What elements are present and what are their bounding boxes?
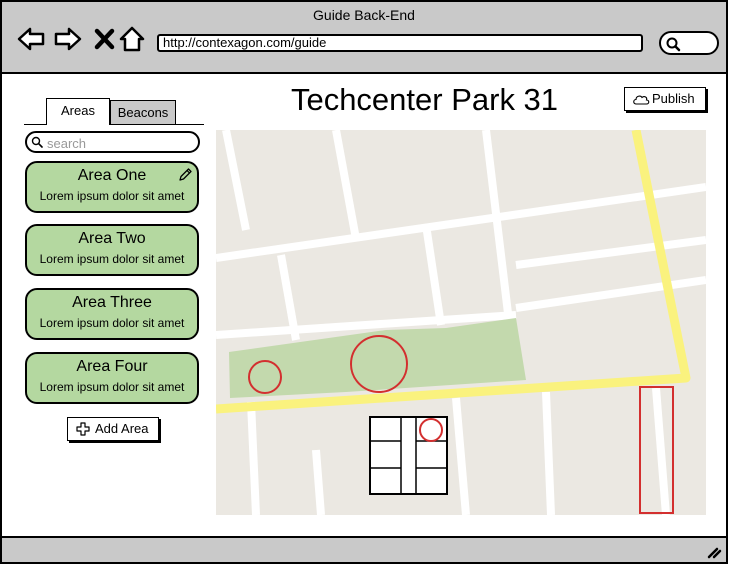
tab-beacons[interactable]: Beacons bbox=[110, 100, 176, 124]
page-title: Techcenter Park 31 bbox=[290, 82, 559, 117]
area-marker[interactable] bbox=[639, 386, 674, 514]
park-area bbox=[229, 318, 526, 398]
sidebar-tabs: Areas Beacons bbox=[24, 98, 204, 125]
page-content: Areas Beacons Area One Lorem ipsum dolor… bbox=[2, 74, 726, 540]
search-input[interactable] bbox=[45, 134, 199, 152]
area-description: Lorem ipsum dolor sit amet bbox=[39, 252, 185, 266]
area-marker[interactable] bbox=[419, 418, 443, 442]
forward-arrow-icon[interactable] bbox=[53, 24, 83, 54]
search-icon bbox=[666, 37, 681, 52]
area-name: Area Two bbox=[78, 230, 146, 247]
building-floorplan bbox=[369, 416, 448, 495]
area-name: Area One bbox=[77, 167, 147, 184]
plus-icon bbox=[76, 422, 90, 436]
home-icon[interactable] bbox=[118, 24, 148, 54]
search-icon bbox=[31, 136, 43, 148]
back-arrow-icon[interactable] bbox=[16, 24, 46, 54]
cloud-icon bbox=[633, 95, 650, 105]
publish-button[interactable]: Publish bbox=[624, 87, 706, 111]
pencil-icon[interactable] bbox=[177, 167, 193, 183]
main-road bbox=[216, 130, 691, 414]
publish-label: Publish bbox=[652, 91, 695, 106]
map-view[interactable] bbox=[216, 130, 706, 515]
tab-areas[interactable]: Areas bbox=[46, 98, 110, 125]
add-area-button[interactable]: Add Area bbox=[67, 417, 159, 441]
area-marker[interactable] bbox=[248, 360, 282, 394]
stop-icon[interactable] bbox=[90, 24, 120, 54]
area-card[interactable]: Area Three Lorem ipsum dolor sit amet bbox=[25, 288, 199, 340]
status-bar bbox=[2, 536, 726, 562]
window-title: Guide Back-End bbox=[313, 7, 415, 23]
area-card[interactable]: Area Four Lorem ipsum dolor sit amet bbox=[25, 352, 199, 404]
browser-search-field[interactable] bbox=[659, 31, 719, 55]
area-description: Lorem ipsum dolor sit amet bbox=[39, 189, 185, 203]
address-bar[interactable]: http://contexagon.com/guide bbox=[157, 34, 643, 52]
sidebar-search[interactable] bbox=[25, 131, 200, 153]
area-description: Lorem ipsum dolor sit amet bbox=[39, 316, 185, 330]
area-name: Area Four bbox=[76, 358, 148, 375]
browser-toolbar: Guide Back-End http://contexagon.com/gui… bbox=[2, 2, 726, 74]
area-marker[interactable] bbox=[350, 335, 408, 393]
area-card[interactable]: Area One Lorem ipsum dolor sit amet bbox=[25, 161, 199, 213]
map-streets bbox=[216, 130, 706, 515]
area-description: Lorem ipsum dolor sit amet bbox=[39, 380, 185, 394]
add-area-label: Add Area bbox=[95, 421, 149, 436]
area-card[interactable]: Area Two Lorem ipsum dolor sit amet bbox=[25, 224, 199, 276]
resize-grip-icon[interactable] bbox=[706, 543, 722, 559]
area-name: Area Three bbox=[72, 294, 152, 311]
